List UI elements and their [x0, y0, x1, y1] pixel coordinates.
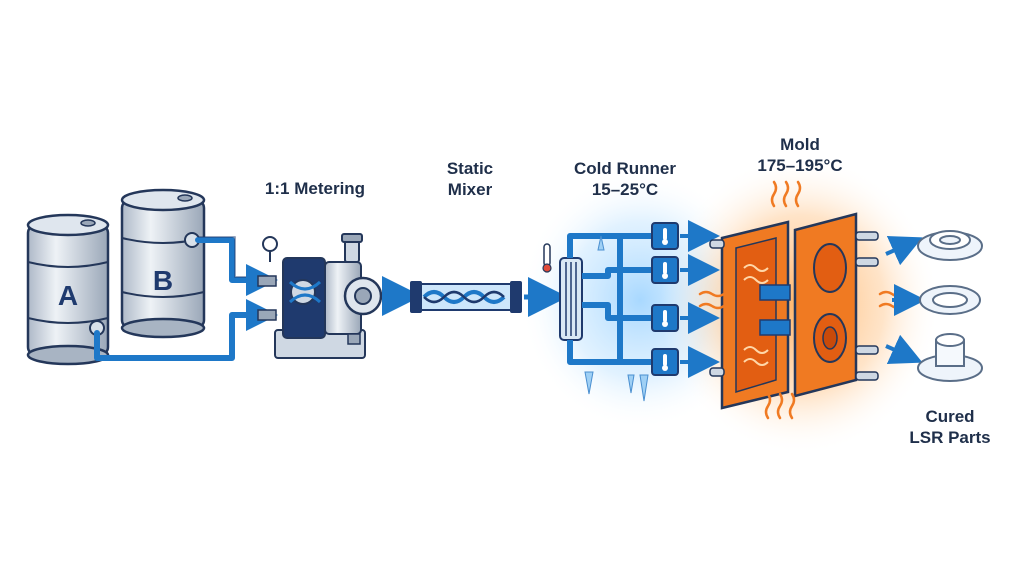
cured-parts: [917, 230, 983, 382]
metering-label: 1:1 Metering: [264, 179, 366, 198]
mold: [709, 212, 879, 410]
cold-runner-manifold: [559, 257, 583, 341]
thermometer-icon: [542, 243, 552, 273]
runner-nozzles: [651, 222, 679, 376]
part-seal-flange: [917, 230, 983, 261]
drum-b: [120, 188, 206, 339]
part-cap: [917, 333, 983, 382]
part-o-ring: [919, 285, 981, 315]
drum-a: [26, 213, 110, 366]
nozzle-arrows: [680, 220, 720, 378]
metering-unit: [257, 233, 383, 359]
drum-b-label: B: [153, 265, 173, 296]
static-mixer: [410, 281, 522, 313]
drum-a-label: A: [58, 280, 78, 311]
runner-pipes: [567, 233, 652, 365]
icicles: [584, 235, 649, 402]
output-arrows: [885, 236, 926, 364]
